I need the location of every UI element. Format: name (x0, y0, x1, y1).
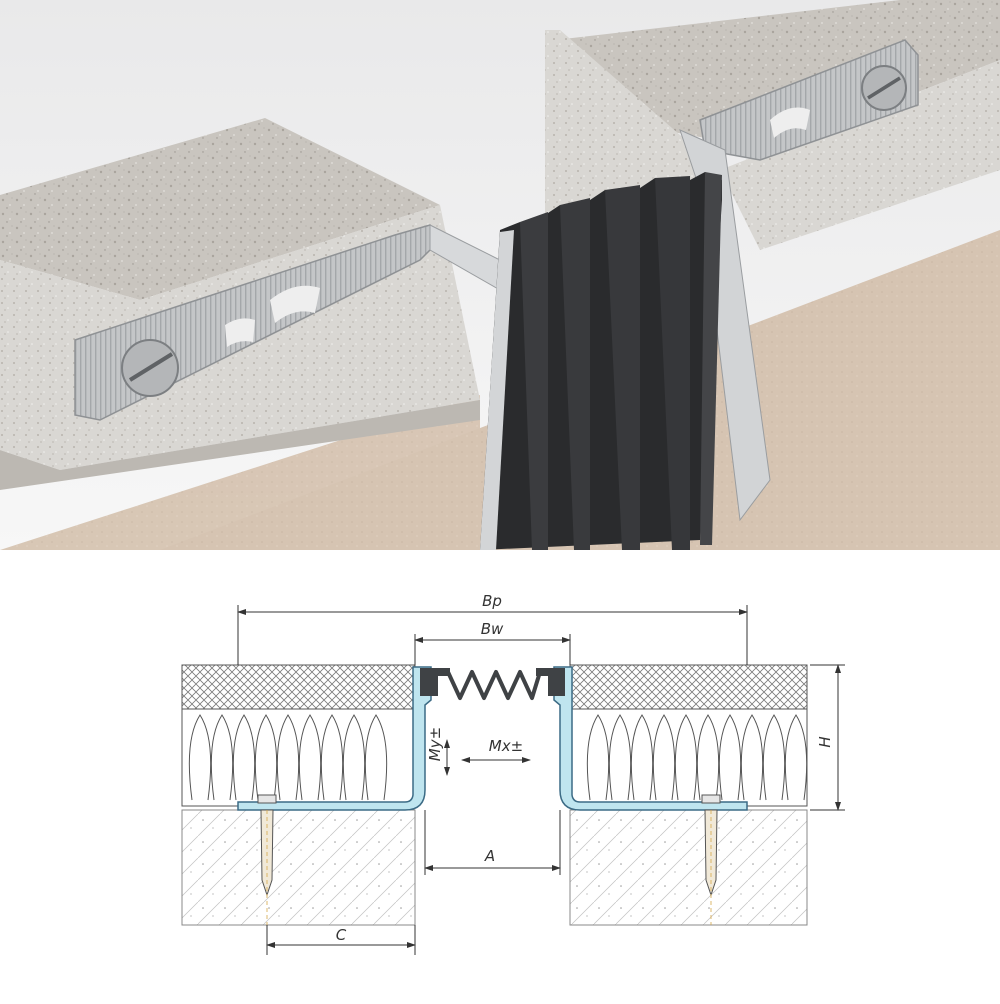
right-profile-slot (770, 107, 810, 138)
right-slab-underside (720, 60, 1000, 250)
right-concrete-substrate (569, 809, 808, 926)
label-c: C (336, 926, 347, 944)
cross-section-drawing: Bp Bw H My± Mx± A C (0, 550, 1000, 1000)
seal-edge (700, 172, 722, 545)
label-h: H (816, 736, 834, 747)
joint-render-illustration (0, 0, 1000, 550)
label-bw: Bw (481, 620, 504, 638)
left-profile-leg (480, 230, 514, 550)
right-slab-top (555, 0, 1000, 150)
seal-fold-1 (520, 212, 548, 550)
right-insulation-layer (569, 708, 808, 807)
rubber-seal-section (420, 668, 565, 700)
left-profile-slot-2 (225, 318, 255, 347)
seal-fold-2 (560, 198, 590, 550)
left-insulation-layer (181, 708, 416, 807)
right-profile-section (553, 666, 748, 811)
label-my: My± (426, 727, 444, 761)
left-concrete-substrate (181, 809, 416, 926)
right-floor-screed (569, 664, 808, 710)
right-screw-slot (867, 76, 901, 100)
seal-fold-3 (605, 185, 640, 550)
label-a: A (484, 847, 495, 865)
left-profile-slot (270, 285, 320, 323)
left-profile-section (237, 666, 432, 811)
left-screw-slot (128, 352, 174, 382)
seal-fold-4 (655, 176, 690, 550)
left-slab-edge (0, 400, 480, 490)
left-slab-top (0, 118, 440, 300)
right-anchor-bolt (701, 794, 721, 925)
left-floor-screed (181, 664, 416, 710)
label-bp: Bp (482, 592, 502, 610)
left-anchor-bolt (257, 794, 277, 925)
label-mx: Mx± (489, 737, 523, 755)
